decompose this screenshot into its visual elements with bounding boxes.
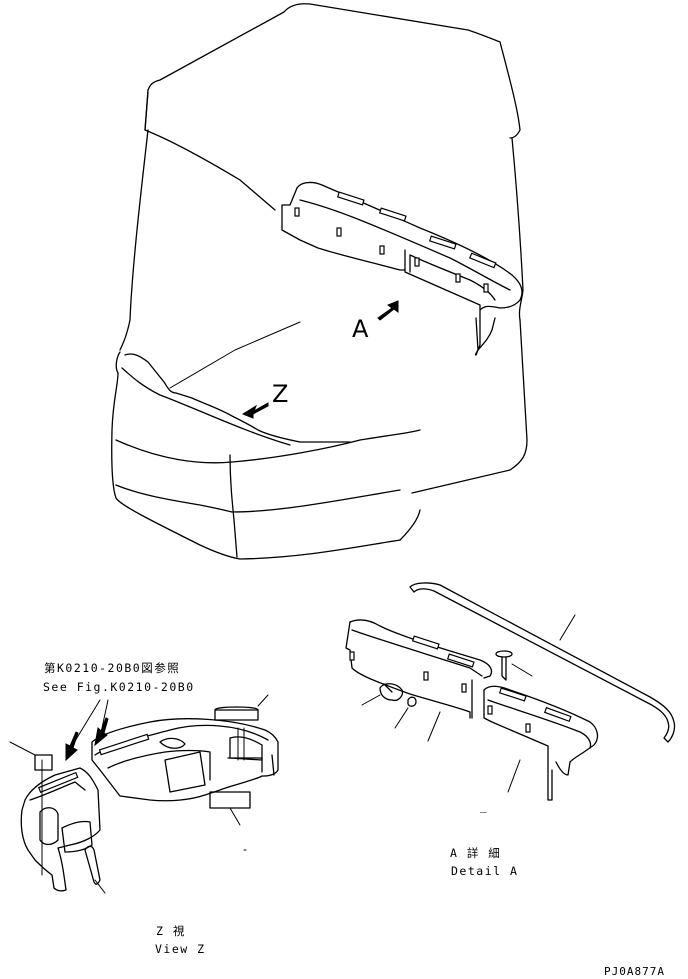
detail-a-caption-jp: A 詳 細	[450, 846, 501, 860]
view-z-caption-jp: Z 視	[156, 924, 186, 938]
view-a-label: A	[352, 315, 369, 343]
view-z-drawing	[9, 694, 279, 894]
cab-body	[111, 3, 528, 560]
detail-a-drawing: _	[345, 582, 676, 813]
reference-jp: 第K0210-20B0図参照	[44, 661, 180, 675]
reference-en: See Fig.K0210-20B0	[43, 680, 195, 694]
view-z-caption-en: View Z	[155, 942, 206, 956]
view-z-arrow: Z	[241, 380, 288, 419]
view-a-arrow: A	[352, 300, 399, 343]
rear-cover-assembly	[281, 181, 523, 356]
detail-a-dash: _	[480, 799, 488, 813]
view-z-label: Z	[272, 380, 288, 408]
drawing-code: PJ0A877A	[604, 965, 665, 978]
detail-a-caption-en: Detail A	[451, 864, 518, 878]
